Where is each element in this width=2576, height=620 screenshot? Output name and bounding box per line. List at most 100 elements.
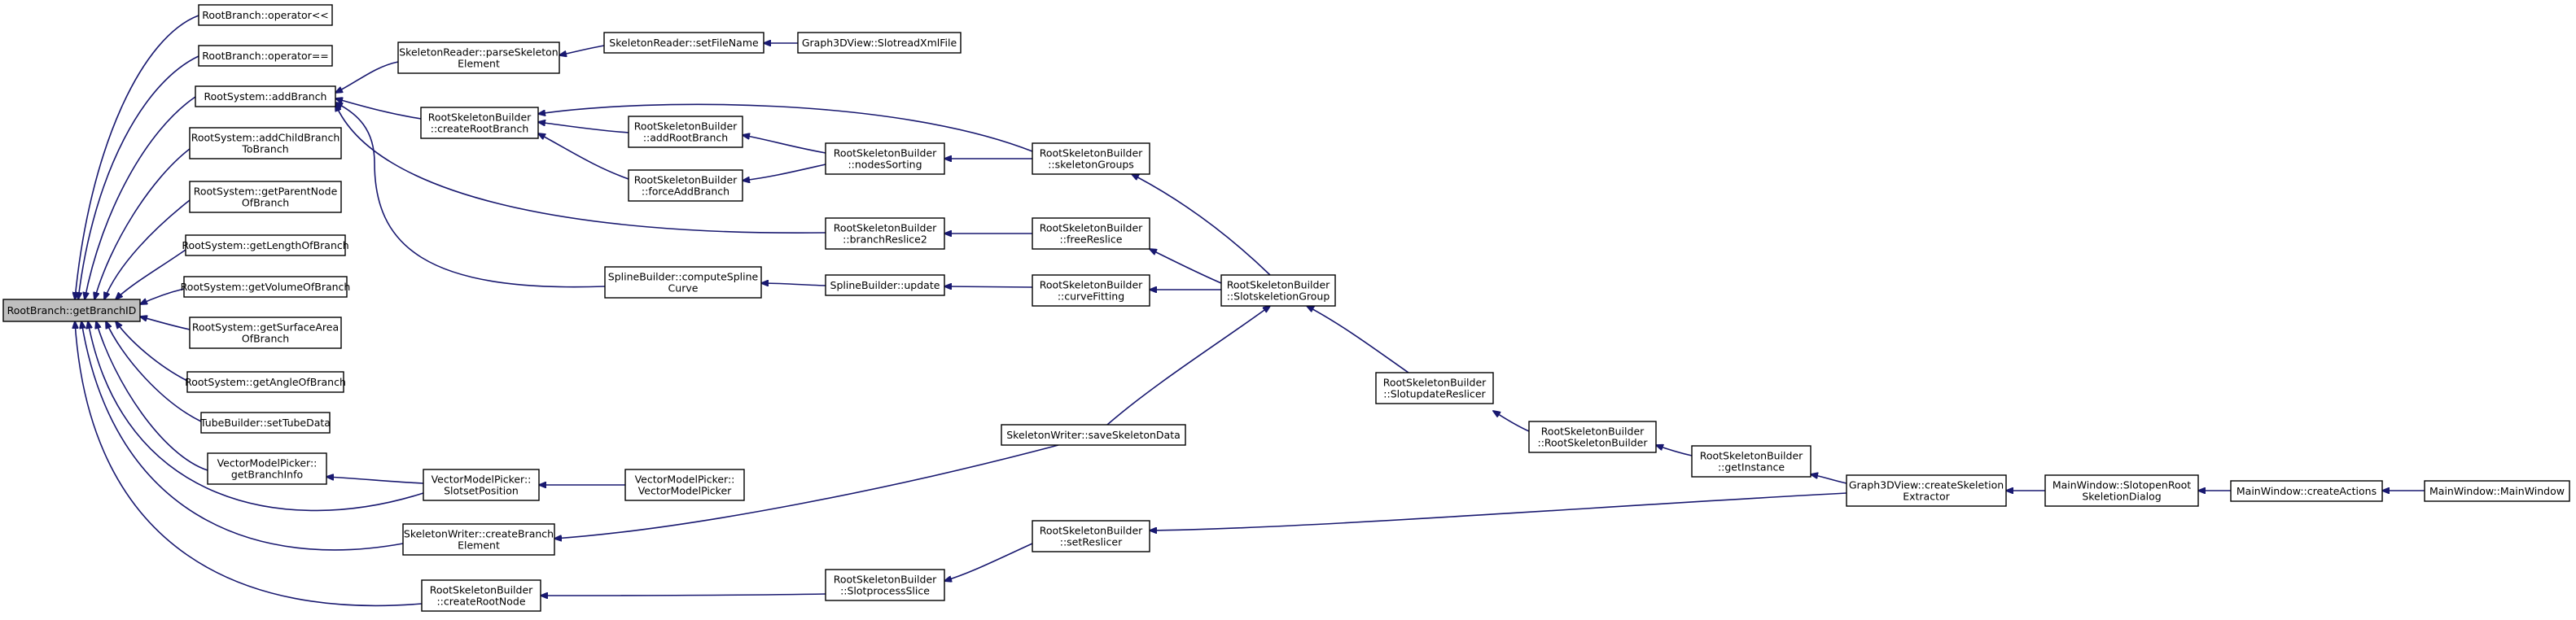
node-createRootBranch[interactable]: RootSkeletonBuilder::createRootBranch	[420, 107, 539, 139]
edge-addBranch-to-root	[85, 96, 196, 299]
node-label: VectorModelPicker::	[217, 457, 318, 469]
node-label: RootSkeletonBuilder	[1383, 377, 1487, 389]
node-label: SplineBuilder::update	[830, 279, 940, 291]
node-label: RootSkeletonBuilder	[1040, 525, 1143, 537]
node-box	[1032, 520, 1150, 552]
node-SlotprocessSlice[interactable]: RootSkeletonBuilder::SlotprocessSlice	[825, 569, 945, 601]
node-label: ::SlotupdateReslicer	[1383, 388, 1486, 400]
node-label: getBranchInfo	[231, 469, 303, 481]
node-getVolumeOfBranch[interactable]: RootSystem::getVolumeOfBranch	[181, 276, 351, 298]
node-box	[1220, 274, 1336, 307]
node-label: ::createRootBranch	[431, 123, 529, 135]
node-VectorModelPicker[interactable]: VectorModelPicker::VectorModelPicker	[624, 469, 745, 501]
node-box	[1032, 274, 1150, 307]
edge-SlotsetPosition-to-getBranchInfo	[326, 477, 424, 484]
edge-SlotsetPosition-to-root	[88, 321, 424, 512]
edge-curveFitting-to-update	[944, 286, 1033, 287]
node-getLengthOfBranch[interactable]: RootSystem::getLengthOfBranch	[182, 234, 349, 256]
node-op_lshift[interactable]: RootBranch::operator<<	[198, 4, 333, 26]
node-box	[825, 217, 945, 250]
node-addRootBranch[interactable]: RootSkeletonBuilder::addRootBranch	[628, 116, 743, 148]
edge-createRootNode-to-root	[75, 321, 423, 607]
node-box	[402, 523, 555, 556]
node-createActions[interactable]: MainWindow::createActions	[2230, 480, 2383, 502]
edge-op_lshift-to-root	[75, 15, 199, 299]
node-box	[198, 45, 333, 67]
edge-getSurfaceAreaOfBranch-to-root	[140, 317, 191, 330]
edge-RootSkeletonBuilder-to-SlotupdateReslicer	[1493, 411, 1530, 432]
node-label: ::getInstance	[1718, 461, 1785, 474]
node-setReslicer[interactable]: RootSkeletonBuilder::setReslicer	[1032, 520, 1150, 552]
edge-addChildBranchToBranch-to-root	[94, 148, 191, 299]
node-label: ToBranch	[241, 143, 288, 155]
node-forceAddBranch[interactable]: RootSkeletonBuilder::forceAddBranch	[628, 169, 743, 202]
node-label: SkeletonWriter::saveSkeletonData	[1006, 429, 1181, 441]
node-getBranchInfo[interactable]: VectorModelPicker::getBranchInfo	[207, 452, 327, 485]
node-saveSkeletonData[interactable]: SkeletonWriter::saveSkeletonData	[1001, 424, 1186, 446]
node-update[interactable]: SplineBuilder::update	[825, 274, 945, 296]
node-nodesSorting[interactable]: RootSkeletonBuilder::nodesSorting	[825, 142, 945, 175]
node-box	[185, 234, 346, 256]
node-getInstance[interactable]: RootSkeletonBuilder::getInstance	[1691, 445, 1812, 478]
node-label: ::forceAddBranch	[642, 186, 729, 198]
node-label: RootSkeletonBuilder	[834, 574, 937, 586]
node-setTubeData[interactable]: TubeBuilder::setTubeData	[199, 412, 331, 434]
node-label: OfBranch	[242, 197, 289, 209]
node-skeletonGroups[interactable]: RootSkeletonBuilder::skeletonGroups	[1032, 142, 1150, 175]
node-label: Element	[458, 58, 500, 70]
node-SlotupdateReslicer[interactable]: RootSkeletonBuilder::SlotupdateReslicer	[1375, 372, 1494, 404]
node-label: Graph3DView::SlotreadXmlFile	[802, 37, 957, 49]
edge-setTubeData-to-root	[106, 321, 202, 422]
node-box	[195, 85, 336, 107]
node-label: ::branchReslice2	[843, 234, 927, 246]
node-branchReslice2[interactable]: RootSkeletonBuilder::branchReslice2	[825, 217, 945, 250]
edge-getParentNodeOfBranch-to-root	[104, 199, 191, 299]
node-box	[2044, 474, 2199, 507]
node-curveFitting[interactable]: RootSkeletonBuilder::curveFitting	[1032, 274, 1150, 307]
edge-saveSkeletonData-to-SlotskeletionGroup	[1106, 306, 1270, 426]
node-label: ::setReslicer	[1060, 536, 1123, 548]
node-label: ::freeReslice	[1060, 234, 1123, 246]
node-freeReslice[interactable]: RootSkeletonBuilder::freeReslice	[1032, 217, 1150, 250]
nodes-layer: RootBranch::getBranchID RootBranch::opera…	[2, 4, 2570, 612]
node-box	[198, 4, 333, 26]
node-label: RootBranch::operator<<	[202, 9, 329, 21]
node-label: RootSkeletonBuilder	[1040, 279, 1143, 291]
node-SlotreadXmlFile[interactable]: Graph3DView::SlotreadXmlFile	[797, 32, 962, 54]
node-label: SkeletonReader::setFileName	[609, 37, 759, 49]
node-createRootNode[interactable]: RootSkeletonBuilder::createRootNode	[421, 579, 541, 612]
edge-addRootBranch-to-createRootBranch	[538, 122, 629, 133]
node-RootSkeletonBuilder[interactable]: RootSkeletonBuilder::RootSkeletonBuilder	[1528, 421, 1657, 453]
node-box	[603, 32, 764, 54]
node-label: RootSkeletonBuilder	[1227, 279, 1330, 291]
edge-getVolumeOfBranch-to-root	[140, 288, 185, 304]
node-SlotskeletionGroup[interactable]: RootSkeletonBuilder::SlotskeletionGroup	[1220, 274, 1336, 307]
node-label: RootSkeletonBuilder	[430, 584, 533, 596]
node-label: SkeletonWriter::createBranch	[404, 528, 554, 540]
node-SlotsetPosition[interactable]: VectorModelPicker::SlotsetPosition	[423, 469, 540, 501]
node-root[interactable]: RootBranch::getBranchID	[2, 299, 141, 322]
node-addBranch[interactable]: RootSystem::addBranch	[195, 85, 336, 107]
node-box	[1032, 217, 1150, 250]
node-getAngleOfBranch[interactable]: RootSystem::getAngleOfBranch	[185, 371, 346, 393]
node-box	[2, 299, 141, 322]
node-label: SplineBuilder::computeSpline	[608, 271, 759, 283]
node-box	[1032, 142, 1150, 175]
node-label: RootSystem::getSurfaceArea	[192, 321, 339, 334]
node-label: ::RootSkeletonBuilder	[1537, 437, 1648, 449]
node-MainWindow[interactable]: MainWindow::MainWindow	[2424, 480, 2570, 502]
node-label: RootSystem::addBranch	[204, 90, 327, 103]
node-box	[200, 412, 331, 434]
node-label: RootSkeletonBuilder	[1040, 222, 1143, 234]
node-setFileName[interactable]: SkeletonReader::setFileName	[603, 32, 764, 54]
edge-nodesSorting-to-addRootBranch	[743, 135, 826, 154]
node-op_eq[interactable]: RootBranch::operator==	[198, 45, 333, 67]
